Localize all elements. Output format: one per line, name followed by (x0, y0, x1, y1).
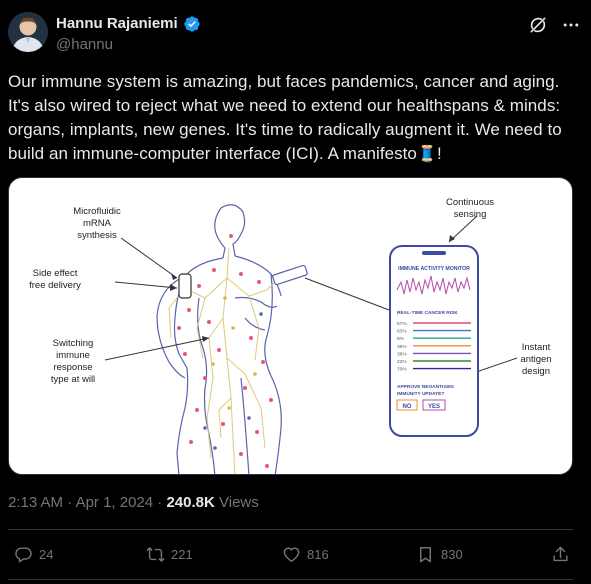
label-microfluidic-line3: synthesis (77, 230, 117, 241)
handheld-phone (272, 264, 308, 286)
arrow-head (449, 235, 455, 242)
divider (8, 529, 573, 530)
risk-row-pct: 8% (397, 336, 405, 342)
label-continuous-line2: sensing (454, 209, 487, 220)
label-instant-line2: antigen (520, 354, 551, 365)
tweet-date[interactable]: Apr 1, 2024 (75, 494, 154, 511)
risk-row-pct: 63% (397, 329, 407, 335)
phone-approve-line2: IMMUNITY UPDATE? (397, 391, 444, 397)
label-switching-line4: type at will (51, 374, 95, 385)
more-icon[interactable] (561, 15, 581, 35)
arrow-head (171, 273, 177, 280)
arrow-head (170, 284, 177, 291)
phone-risk-rows: 57% 63%8% 36%38% 22% 70% (397, 321, 471, 373)
tweet-image[interactable]: Microfluidic mRNA synthesis Side effect … (8, 177, 573, 475)
author-handle[interactable]: @hannu (56, 36, 113, 53)
label-switching-line2: immune (56, 350, 90, 361)
bookmark-icon (420, 546, 431, 562)
meta-separator: · (67, 494, 73, 511)
body-figure (156, 204, 282, 474)
label-switching-line3: response (53, 362, 92, 373)
phone-activity-wave (396, 275, 471, 295)
grok-icon[interactable] (528, 15, 548, 35)
verified-badge-icon (184, 16, 200, 32)
arrow-head (202, 336, 209, 342)
label-microfluidic-line1: Microfluidic (73, 206, 121, 217)
immune-cells (177, 234, 273, 468)
phone-yes-button (422, 399, 446, 411)
bookmark-button[interactable]: 830 (416, 543, 463, 565)
phone-monitor-title: IMMUNE ACTIVITY MONITOR (398, 266, 470, 272)
phone-mockup: IMMUNE ACTIVITY MONITOR REAL-TIME CANCER… (389, 245, 479, 437)
reply-button[interactable]: 24 (14, 543, 53, 565)
label-instant-line1: Instant (522, 342, 551, 353)
avatar[interactable] (8, 12, 48, 52)
label-switching-line1: Switching (53, 338, 94, 349)
phone-no-label: NO (403, 404, 412, 410)
label-microfluidic-line2: mRNA (83, 218, 112, 229)
risk-row-pct: 36% (397, 344, 407, 350)
tweet-time[interactable]: 2:13 AM (8, 494, 64, 511)
meta-separator: · (157, 494, 163, 511)
tweet-meta: 2:13 AM · Apr 1, 2024 · 240.8K Views (8, 494, 259, 511)
like-icon (283, 546, 300, 562)
armband-device (178, 273, 192, 299)
risk-row-pct: 70% (397, 367, 407, 373)
label-side-effect-line1: Side effect (33, 268, 78, 279)
phone-risk-title: REAL-TIME CANCER RISK (397, 310, 458, 316)
label-instant-line3: design (522, 366, 550, 377)
author-name[interactable]: Hannu Rajaniemi (56, 15, 178, 32)
share-button[interactable] (551, 543, 570, 565)
like-button[interactable]: 816 (282, 543, 329, 565)
phone-no-button (396, 399, 418, 411)
tweet-text-end: ! (436, 144, 442, 163)
label-side-effect-line2: free delivery (29, 280, 81, 291)
reply-icon (15, 546, 32, 563)
repost-icon (146, 546, 165, 562)
avatar-image (8, 12, 48, 52)
label-continuous-line1: Continuous (446, 197, 494, 208)
risk-row-pct: 38% (397, 351, 407, 357)
share-icon (553, 546, 568, 561)
phone-approve-line1: APPROVE NEOANTIGEN (397, 384, 454, 390)
views-count: 240.8K (166, 494, 215, 511)
repost-button[interactable]: 221 (146, 543, 193, 565)
phone-yes-label: YES (428, 404, 440, 410)
like-count: 816 (307, 546, 329, 562)
lymph-network (168, 247, 280, 474)
manifesto-illustration: Microfluidic mRNA synthesis Side effect … (29, 197, 552, 474)
thread-emoji: 🧵 (416, 146, 437, 163)
risk-row-pct: 22% (397, 359, 407, 365)
views-label: Views (219, 494, 259, 511)
tweet-text-main: Our immune system is amazing, but faces … (8, 72, 562, 163)
divider (8, 579, 573, 580)
tweet-text: Our immune system is amazing, but faces … (8, 70, 580, 167)
repost-count: 221 (171, 546, 193, 562)
risk-row-pct: 57% (397, 321, 407, 327)
bookmark-count: 830 (441, 546, 463, 562)
reply-count: 24 (39, 546, 54, 562)
callout-lines (104, 215, 518, 381)
